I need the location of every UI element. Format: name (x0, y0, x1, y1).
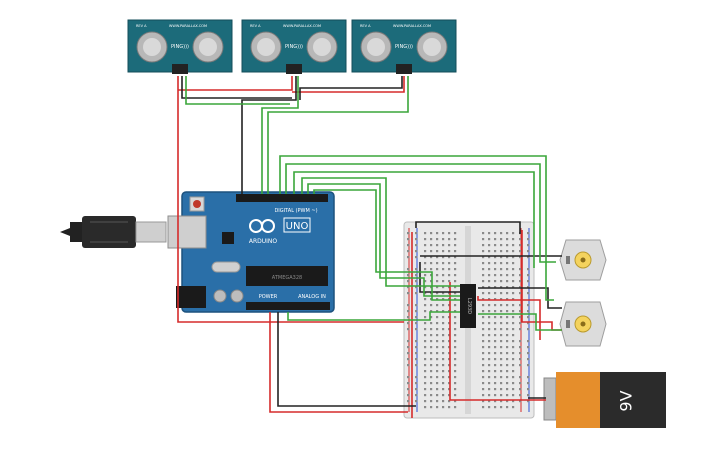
battery-voltage-label: 9V (617, 390, 636, 411)
arduino-uno-board: ATMEGA328 ARDUINO UNO DIGITAL (PWM ~) PO… (167, 191, 335, 313)
sensor-model-label: PING))) (285, 44, 303, 50)
usb-cable (60, 216, 167, 248)
sensor-model-label: PING))) (171, 44, 189, 50)
ultrasonic-sensor-2: PING))) WWW.PARALLAX.COM REV A (241, 19, 347, 74)
l293d-driver-chip: L293D (460, 284, 476, 328)
sensor-rev-label: REV A (360, 24, 371, 28)
sensor-rev-label: REV A (136, 24, 147, 28)
sensor-brand-label: WWW.PARALLAX.COM (283, 24, 321, 28)
ultrasonic-sensor-1: PING))) WWW.PARALLAX.COM REV A (127, 19, 233, 74)
sensor-model-label: PING))) (395, 44, 413, 50)
digital-header-label: DIGITAL (PWM ~) (274, 208, 317, 214)
atmega-chip-label: ATMEGA328 (272, 275, 302, 281)
sensor-brand-label: WWW.PARALLAX.COM (169, 24, 207, 28)
dc-motor-2 (559, 301, 607, 347)
dc-motor-1 (559, 239, 607, 281)
sensor-rev-label: REV A (250, 24, 261, 28)
arduino-brand-label: ARDUINO (249, 238, 278, 245)
wires (177, 76, 562, 418)
sensor-brand-label: WWW.PARALLAX.COM (393, 24, 431, 28)
analog-header-label: ANALOG IN (298, 294, 326, 300)
driver-chip-label: L293D (466, 298, 472, 314)
ultrasonic-sensor-3: PING))) WWW.PARALLAX.COM REV A (351, 19, 457, 74)
battery-9v: 9V (543, 372, 666, 428)
breadboard-holes (407, 232, 530, 409)
power-header-label: POWER (259, 294, 278, 300)
arduino-model-label: UNO (286, 221, 309, 232)
